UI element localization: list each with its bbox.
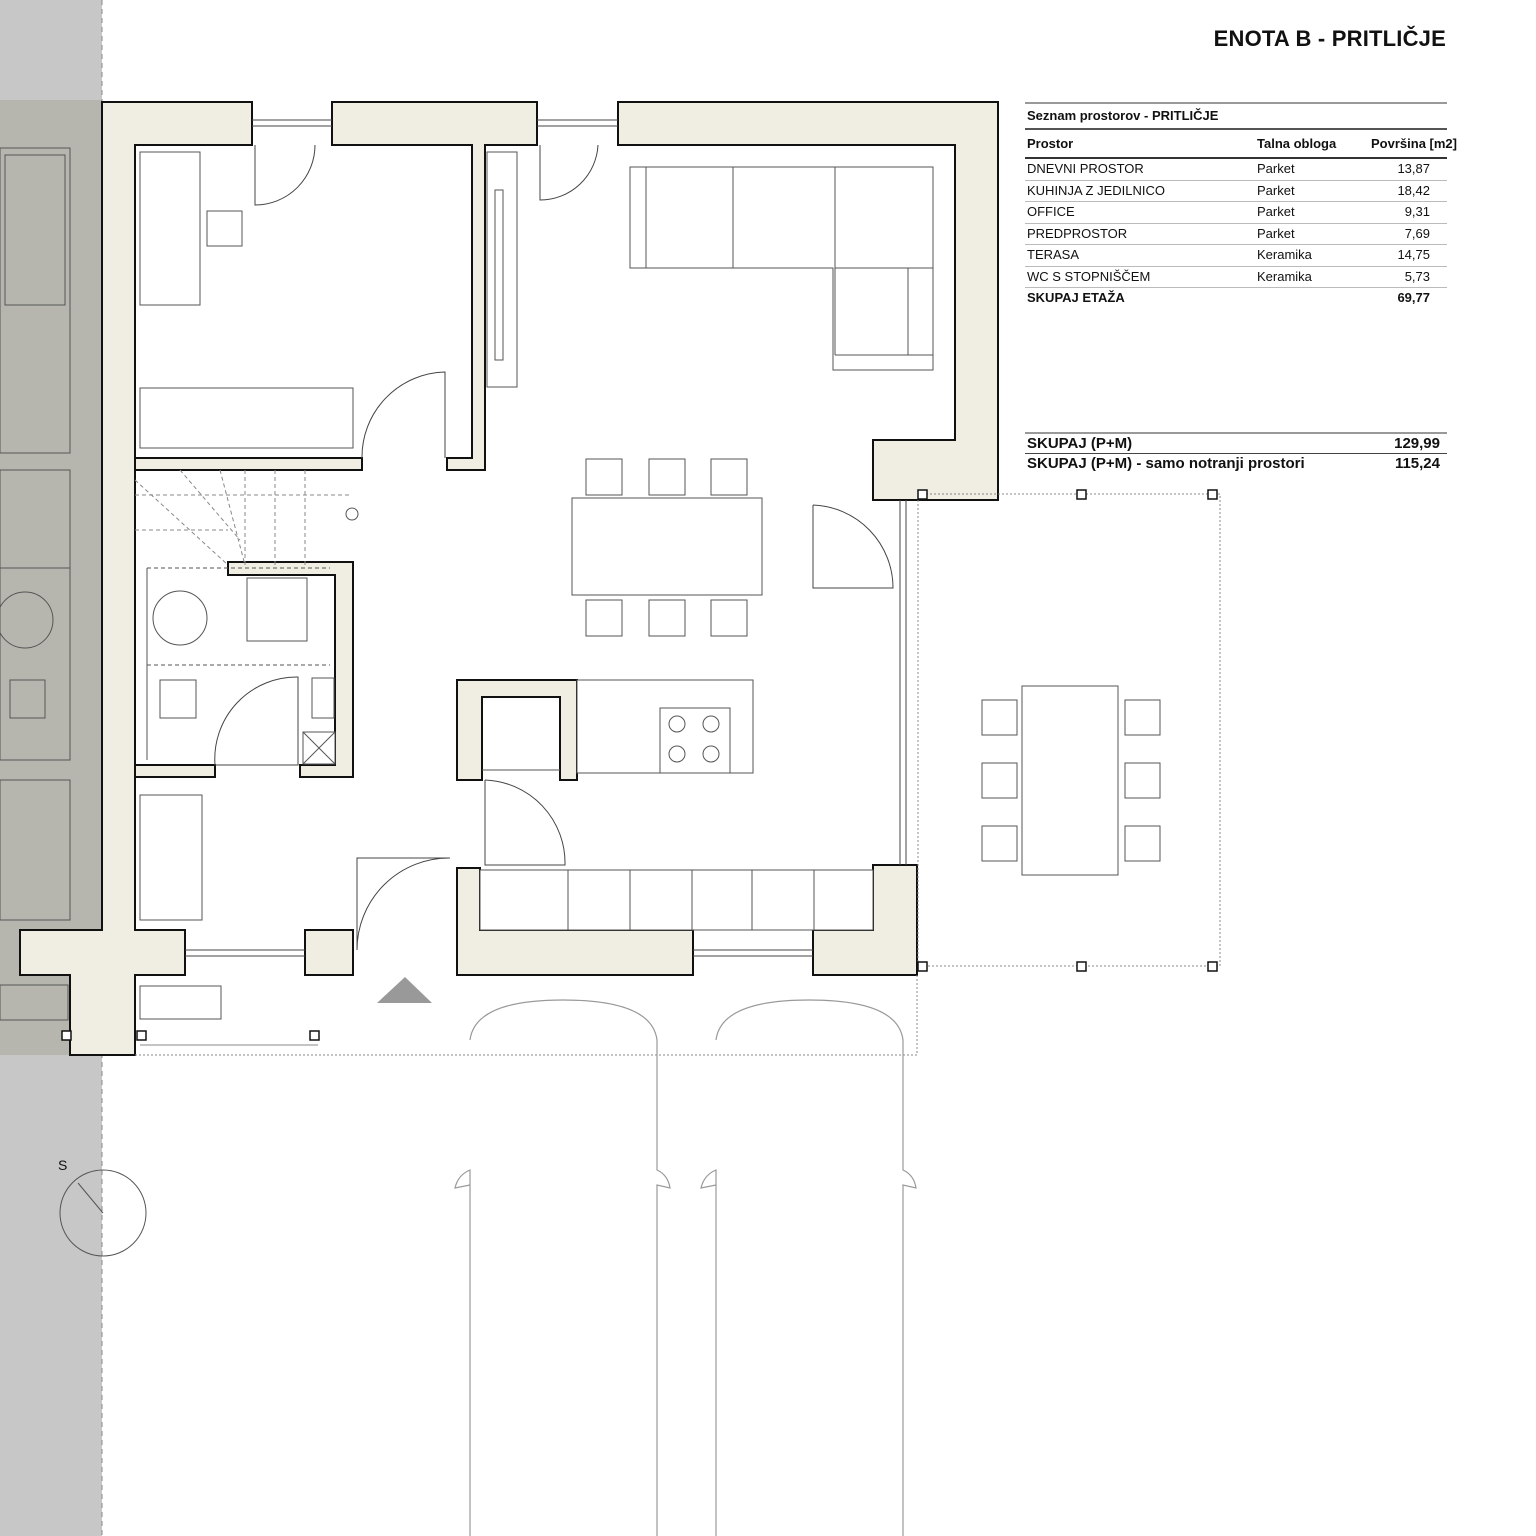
sofa	[629, 166, 934, 371]
parking-cars	[454, 999, 917, 1536]
compass-label: S	[58, 1157, 68, 1173]
table-cell: Keramika	[1257, 247, 1312, 262]
table-cell: 9,31	[1404, 204, 1430, 219]
wc-toilet	[152, 590, 208, 646]
wc-vanity	[246, 577, 308, 642]
table-cell: KUHINJA Z JEDILNICO	[1027, 182, 1165, 198]
table-cell: 7,69	[1404, 225, 1430, 241]
wall-kitchen-niche	[456, 679, 578, 781]
table-cell: Keramika	[1257, 268, 1312, 284]
wall-wc-south	[134, 764, 216, 778]
furniture	[139, 151, 934, 1020]
table-cell: 14,75	[1397, 247, 1430, 262]
office-desk	[139, 151, 201, 306]
table-cell: SKUPAJ (P+M) - samo notranji prostori	[1027, 455, 1305, 472]
table-cell: Talna obloga	[1257, 136, 1337, 151]
terrace-posts	[61, 489, 1218, 1041]
table-cell: 129,99	[1394, 435, 1440, 452]
wall-south-pillar	[304, 929, 354, 976]
table-cell: 115,24	[1394, 455, 1440, 472]
table-cell: DNEVNI PROSTOR	[1027, 161, 1144, 176]
table-cell: Seznam prostorov - PRITLIČJE	[1027, 108, 1219, 123]
car-right	[700, 999, 917, 1536]
summary-totals: SKUPAJ (P+M) 129,99 SKUPAJ (P+M) - samo n…	[1025, 432, 1447, 473]
entrance-arrow-icon	[377, 977, 432, 1003]
north-compass-icon	[59, 1169, 147, 1257]
page-title: ENOTA B - PRITLIČJE	[1213, 26, 1446, 51]
table-total-row: SKUPAJ ETAŽA 69,77	[1025, 288, 1447, 309]
table-cell: OFFICE	[1027, 204, 1075, 219]
table-cell: Prostor	[1027, 136, 1074, 151]
table-row: WC S STOPNIŠČEM Keramika 5,73	[1025, 267, 1447, 288]
table-cell: Površina [m2]	[1371, 136, 1457, 151]
shoe-cabinet	[139, 794, 203, 921]
table-row: PREDPROSTOR Parket 7,69	[1025, 224, 1447, 245]
table-cell: 18,42	[1397, 182, 1430, 198]
terrace	[135, 493, 1221, 1056]
windows	[185, 119, 907, 957]
summary-row: SKUPAJ (P+M) - samo notranji prostori 115…	[1025, 454, 1447, 473]
office-chair	[206, 210, 243, 247]
wall-north-east	[617, 101, 999, 501]
room-table: Seznam prostorov - PRITLIČJE Prostor Tal…	[1025, 102, 1457, 309]
neighbor-furniture	[0, 147, 71, 1021]
wall-north-middle	[331, 101, 538, 471]
table-cell: 13,87	[1397, 161, 1430, 176]
table-row: DNEVNI PROSTOR Parket 13,87	[1025, 159, 1447, 181]
table-cell: SKUPAJ (P+M)	[1027, 435, 1133, 452]
wall-wc	[227, 561, 354, 778]
table-cell: Parket	[1257, 182, 1295, 198]
table-cell: Parket	[1257, 225, 1295, 241]
staircase	[134, 469, 350, 566]
wall-stair	[134, 457, 363, 471]
terrace-table	[1021, 685, 1119, 876]
stair-start-marker	[345, 507, 359, 521]
walls	[19, 101, 999, 1056]
table-cell: TERASA	[1027, 247, 1080, 262]
table-cell: SKUPAJ ETAŽA	[1027, 290, 1125, 305]
summary-row: SKUPAJ (P+M) 129,99	[1025, 434, 1447, 454]
wall-west	[19, 101, 253, 1056]
table-cell: 5,73	[1404, 268, 1430, 284]
car-left	[454, 999, 671, 1536]
table-row: TERASA Keramika 14,75	[1025, 245, 1447, 267]
cooktop	[659, 707, 731, 774]
table-row: OFFICE Parket 9,31	[1025, 202, 1447, 224]
table-cell: PREDPROSTOR	[1027, 225, 1128, 241]
dining-table	[571, 497, 763, 596]
kitchen-cabinets	[479, 869, 874, 931]
table-cell: WC S STOPNIŠČEM	[1027, 268, 1151, 284]
table-cell: 69,77	[1397, 290, 1430, 305]
table-caption: Seznam prostorov - PRITLIČJE	[1025, 102, 1447, 130]
table-cell: Parket	[1257, 161, 1295, 176]
radiator	[139, 387, 354, 449]
table-cell: Parket	[1257, 204, 1295, 219]
doors	[214, 144, 894, 951]
neighbor-unit-overlap	[0, 100, 102, 1055]
table-row: KUHINJA Z JEDILNICO Parket 18,42	[1025, 181, 1447, 202]
table-header: Prostor Talna obloga Površina [m2]	[1025, 130, 1457, 159]
